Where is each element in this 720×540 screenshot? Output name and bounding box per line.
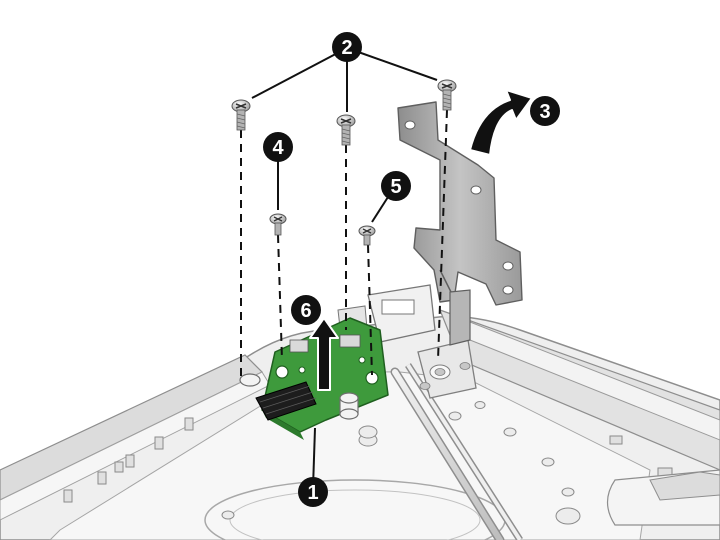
curved-arrow-icon — [469, 89, 533, 156]
callout-3: 3 — [530, 96, 560, 126]
screw-paths — [240, 109, 448, 378]
arrow-up-icon — [309, 317, 339, 391]
hinge-mount — [417, 339, 477, 399]
callout-1: 1 — [298, 477, 328, 507]
callout-label: 3 — [539, 101, 550, 123]
callout-2: 2 — [332, 32, 362, 62]
callout-4: 4 — [263, 132, 293, 162]
callout-6: 6 — [291, 295, 321, 325]
callout-5: 5 — [381, 171, 411, 201]
screw-icon — [269, 213, 287, 236]
screw-icon — [336, 114, 356, 146]
display-cable — [390, 363, 523, 540]
screw-icon — [437, 79, 457, 111]
hinge-bracket — [397, 101, 523, 346]
callout-label: 2 — [341, 37, 352, 59]
callout-label: 5 — [390, 176, 401, 198]
standoff — [239, 373, 359, 420]
chassis — [0, 308, 720, 540]
screw-icon — [231, 99, 251, 131]
callout-label: 1 — [307, 482, 318, 504]
callout-label: 6 — [300, 300, 311, 322]
screw-icon — [358, 225, 376, 246]
callout-label: 4 — [272, 137, 284, 159]
